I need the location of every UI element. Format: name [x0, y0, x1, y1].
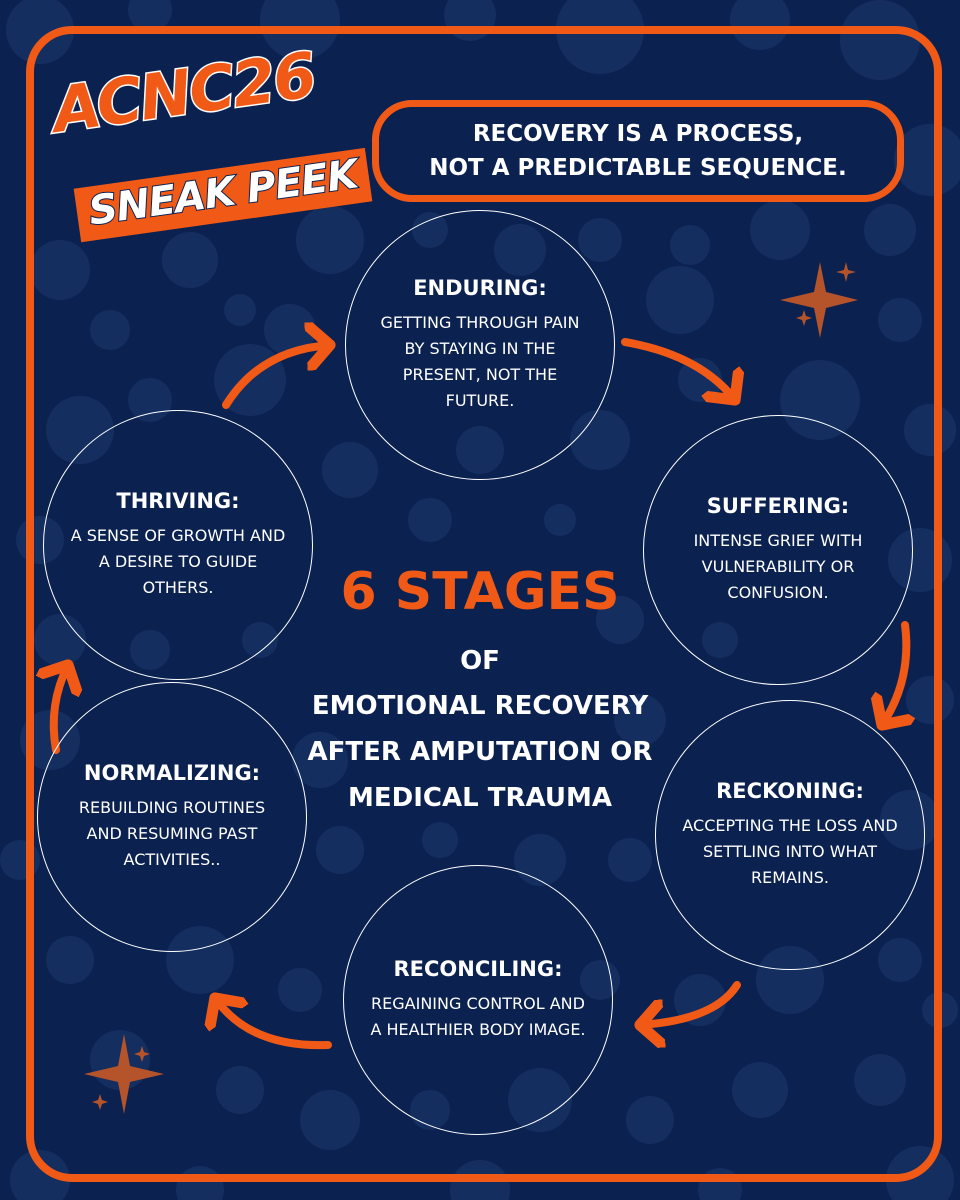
center-title: 6 STAGES [340, 562, 620, 622]
stage-suffering: SUFFERING: INTENSE GRIEF WITH VULNERABIL… [643, 415, 913, 685]
arrow-reckoning-to-reconciling [640, 981, 741, 1025]
stage-reckoning: RECKONING: ACCEPTING THE LOSS AND SETTLI… [655, 700, 925, 970]
stage-title: RECKONING: [716, 779, 864, 803]
stage-title: RECONCILING: [393, 957, 563, 981]
center-subtitle-line-2: AFTER AMPUTATION OR [307, 737, 653, 767]
arrow-suffering-to-reckoning [882, 621, 906, 725]
center-subtitle-line-1: EMOTIONAL RECOVERY [311, 691, 649, 721]
arrow-thriving-to-enduring [222, 345, 330, 409]
stage-thriving: THRIVING: A SENSE OF GROWTH AND A DESIRE… [43, 410, 313, 680]
stage-title: SUFFERING: [706, 494, 850, 518]
stage-description: REBUILDING ROUTINES AND RESUMING PAST AC… [78, 798, 266, 869]
stage-title: ENDURING: [413, 276, 547, 300]
stage-title: NORMALIZING: [83, 761, 261, 785]
callout-box: RECOVERY IS A PROCESS, NOT A PREDICTABLE… [372, 100, 904, 202]
stage-reconciling: RECONCILING: REGAINING CONTROL AND A HEA… [343, 865, 613, 1135]
stage-description: A SENSE OF GROWTH AND A DESIRE TO GUIDE … [70, 526, 286, 597]
stage-description: ACCEPTING THE LOSS AND SETTLING INTO WHA… [682, 816, 898, 887]
center-of: OF [460, 646, 500, 676]
stage-normalizing: NORMALIZING: REBUILDING ROUTINES AND RES… [37, 682, 307, 952]
center-subtitle: EMOTIONAL RECOVERY AFTER AMPUTATION OR M… [270, 683, 690, 821]
callout-line-1: RECOVERY IS A PROCESS, [472, 121, 804, 147]
callout-line-2: NOT A PREDICTABLE SEQUENCE. [429, 155, 847, 181]
center-subtitle-line-3: MEDICAL TRAUMA [348, 783, 612, 813]
sparkle-icon [84, 1034, 164, 1114]
stage-description: REGAINING CONTROL AND A HEALTHIER BODY I… [370, 994, 586, 1039]
stage-description: GETTING THROUGH PAIN BY STAYING IN THE P… [380, 313, 580, 410]
outer-frame [26, 26, 942, 1182]
stage-enduring: ENDURING: GETTING THROUGH PAIN BY STAYIN… [345, 210, 615, 480]
stage-title: THRIVING: [116, 489, 240, 513]
stage-description: INTENSE GRIEF WITH VULNERABILITY OR CONF… [693, 531, 863, 602]
sparkle-icon [780, 262, 858, 338]
arrow-normalizing-to-thriving [54, 665, 68, 754]
arrow-reconciling-to-normalizing [215, 998, 332, 1050]
arrow-enduring-to-suffering [621, 338, 735, 400]
